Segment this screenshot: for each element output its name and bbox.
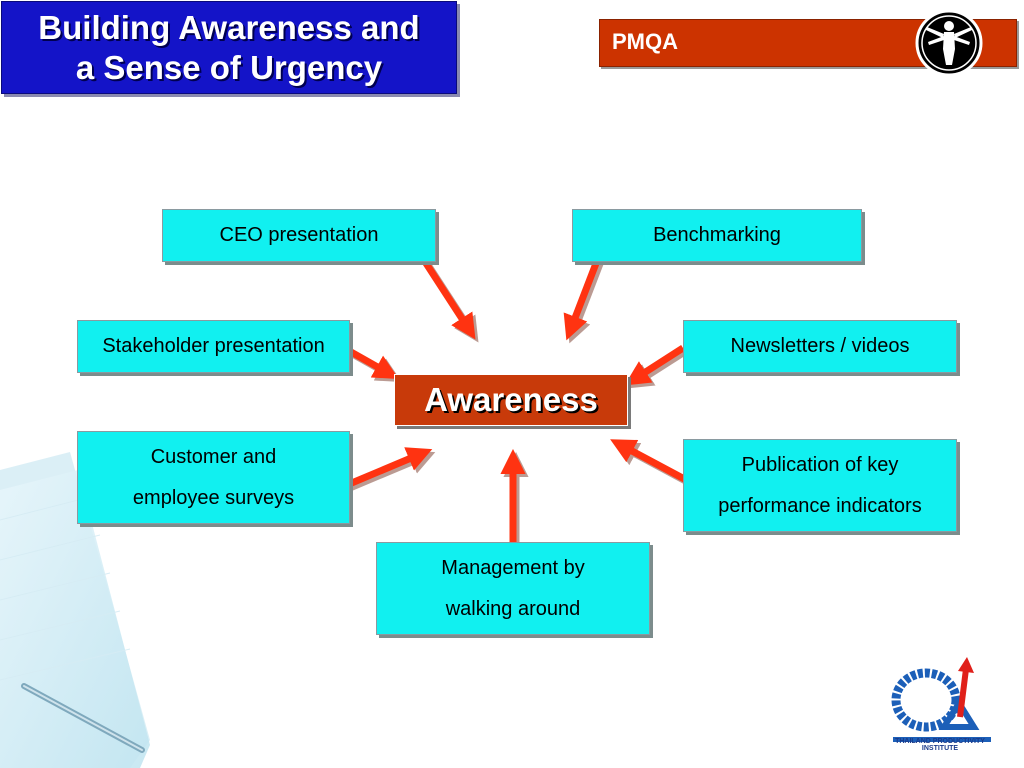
awareness-center-node: Awareness — [394, 374, 628, 426]
source-label: Publication of key performance indicator… — [718, 453, 922, 517]
arrow-benchmarking — [563, 251, 604, 341]
tpi-org-name: THAILAND PRODUCTIVITY INSTITUTE — [895, 738, 985, 752]
source-label: Stakeholder presentation — [102, 335, 325, 357]
header-tag-label: PMQA — [612, 29, 678, 54]
source-management-by-walking-around: Management by walking around — [376, 542, 650, 635]
source-stakeholder-presentation: Stakeholder presentation — [77, 320, 350, 373]
arrow-stakeholder — [342, 344, 399, 379]
source-label: Customer and employee surveys — [132, 445, 295, 509]
source-customer-employee-surveys: Customer and employee surveys — [77, 431, 350, 524]
source-ceo-presentation: CEO presentation — [162, 209, 436, 262]
source-kpi-publication: Publication of key performance indicator… — [683, 439, 957, 532]
vitruvian-man-icon — [915, 9, 983, 77]
source-label: CEO presentation — [219, 224, 379, 246]
awareness-label: Awareness — [424, 381, 598, 418]
page-title: Building Awareness and a Sense of Urgenc… — [1, 1, 457, 94]
arrow-newsletters — [624, 345, 685, 386]
arrow-ceo — [417, 252, 476, 340]
source-label: Newsletters / videos — [730, 335, 910, 357]
source-label: Management by walking around — [441, 556, 585, 620]
source-newsletters-videos: Newsletters / videos — [683, 320, 957, 373]
page-title-text: Building Awareness and a Sense of Urgenc… — [38, 8, 420, 86]
source-label: Benchmarking — [653, 224, 781, 246]
source-benchmarking: Benchmarking — [572, 209, 862, 262]
arrow-kpi — [610, 439, 692, 486]
tpi-logo-icon — [891, 657, 991, 742]
